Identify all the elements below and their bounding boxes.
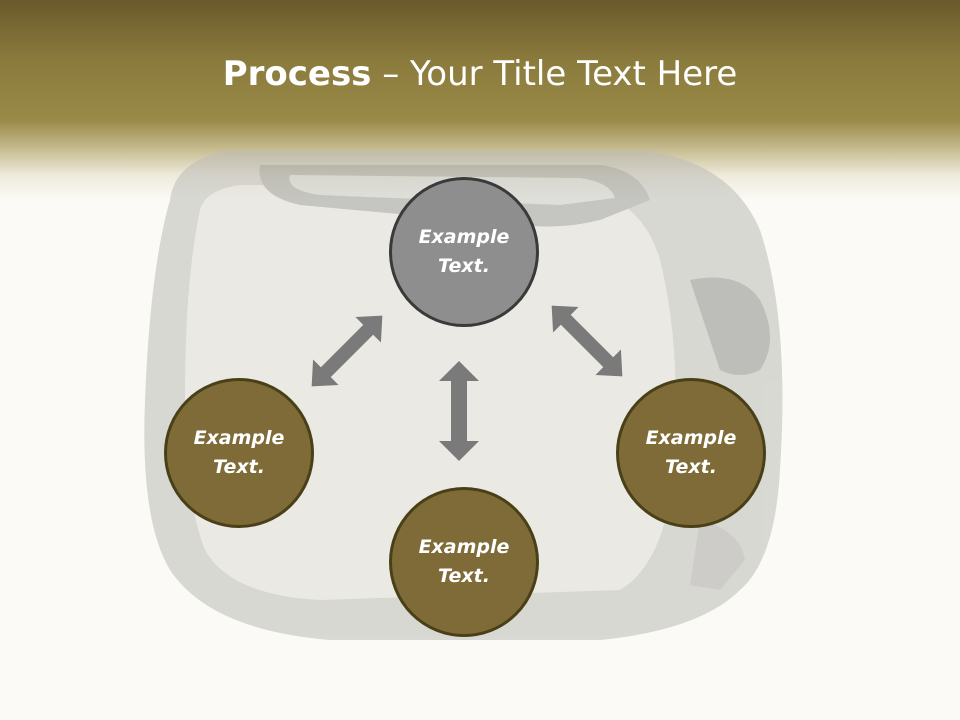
arrow-vertical: [439, 361, 479, 461]
process-node-left[interactable]: Example Text.: [164, 378, 314, 528]
process-node-bottom[interactable]: Example Text.: [389, 487, 539, 637]
arrow-top-left: [311, 315, 383, 387]
process-node-top[interactable]: Example Text.: [389, 177, 539, 327]
process-node-right[interactable]: Example Text.: [616, 378, 766, 528]
slide-title: Process – Your Title Text Here: [0, 52, 960, 96]
arrow-top-right: [551, 305, 623, 377]
title-bold: Process: [222, 54, 372, 94]
title-rest: – Your Title Text Here: [371, 54, 738, 94]
